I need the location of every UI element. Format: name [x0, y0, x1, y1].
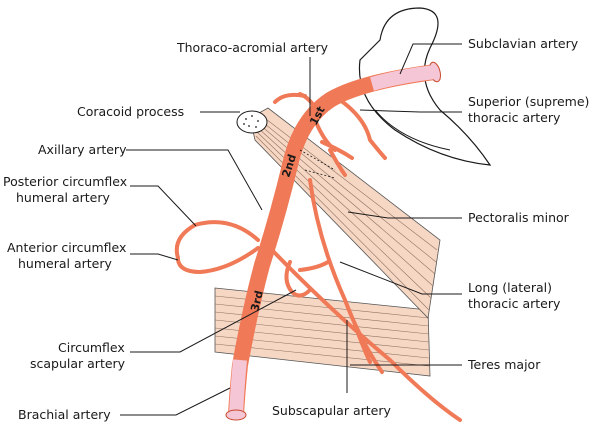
- label-circumflex-scapular-2: scapular artery: [30, 356, 126, 371]
- rib-inner-outline: [374, 109, 451, 151]
- label-superior-thoracic-1: Superior (supreme): [468, 94, 589, 109]
- anterior-circumflex-branch: [176, 246, 260, 275]
- brachial-pink-segment: [229, 359, 247, 416]
- label-long-thoracic-1: Long (lateral): [468, 280, 552, 295]
- label-pectoralis-minor: Pectoralis minor: [468, 210, 570, 225]
- subscapular-branch: [270, 248, 462, 422]
- teres-major-muscle: [214, 287, 431, 377]
- label-posterior-circumflex-1: Posterior circumflex: [3, 174, 127, 189]
- segment-boundary-1: [299, 149, 336, 171]
- segment-label-third: 3rd: [248, 289, 266, 312]
- subclavian-pink-segment: [370, 65, 436, 91]
- segment-boundary-2: [304, 169, 336, 179]
- label-coracoid: Coracoid process: [77, 104, 184, 119]
- label-brachial: Brachial artery: [18, 407, 111, 422]
- label-teres-major: Teres major: [467, 357, 541, 372]
- label-anterior-circumflex-2: humeral artery: [18, 256, 112, 271]
- rib-outline: [358, 7, 492, 166]
- leader-lines: [120, 43, 462, 416]
- superior-thoracic-branch: [338, 98, 387, 160]
- label-subclavian: Subclavian artery: [468, 36, 579, 51]
- label-posterior-circumflex-2: humeral artery: [16, 190, 110, 205]
- label-thoraco-acromial: Thoraco-acromial artery: [176, 40, 329, 55]
- labels: Thoraco-acromial artery Subclavian arter…: [3, 36, 589, 422]
- posterior-circumflex-branch: [174, 220, 260, 260]
- label-circumflex-scapular-1: Circumflex: [58, 340, 125, 355]
- circumflex-scapular-branch: [284, 260, 330, 298]
- coracoid-process: [236, 110, 268, 134]
- label-axillary: Axillary artery: [38, 142, 127, 157]
- label-subscapular: Subscapular artery: [272, 403, 391, 418]
- label-long-thoracic-2: thoracic artery: [468, 296, 561, 311]
- label-superior-thoracic-2: thoracic artery: [468, 110, 561, 125]
- brachial-cut-face: [225, 409, 247, 421]
- label-anterior-circumflex-1: Anterior circumflex: [7, 240, 126, 255]
